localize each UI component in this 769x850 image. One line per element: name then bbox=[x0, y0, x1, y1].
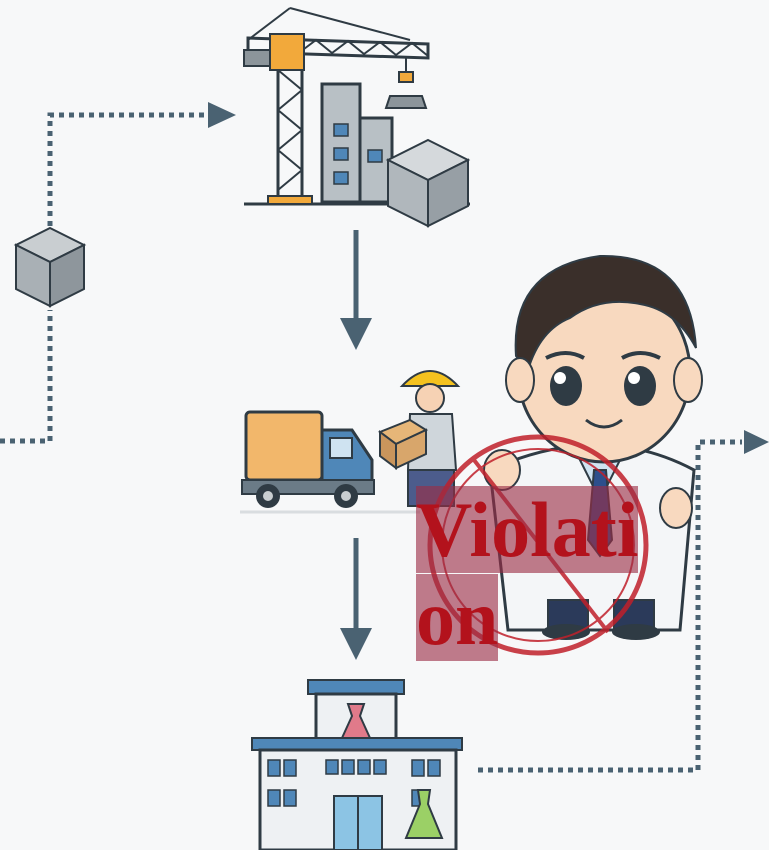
scientist-character bbox=[483, 254, 703, 640]
construction-site-icon bbox=[243, 7, 471, 228]
dotted-connector-right bbox=[478, 439, 742, 773]
delivery-truck-icon bbox=[240, 410, 420, 514]
arrow-head-to-site bbox=[208, 102, 236, 128]
arrow-site-to-delivery bbox=[340, 230, 372, 350]
arrow-delivery-to-lab bbox=[340, 538, 372, 660]
dotted-connector-left bbox=[0, 112, 205, 444]
laboratory-icon bbox=[251, 679, 463, 850]
cement-block-icon bbox=[13, 226, 87, 308]
arrow-head-to-right bbox=[744, 430, 769, 454]
